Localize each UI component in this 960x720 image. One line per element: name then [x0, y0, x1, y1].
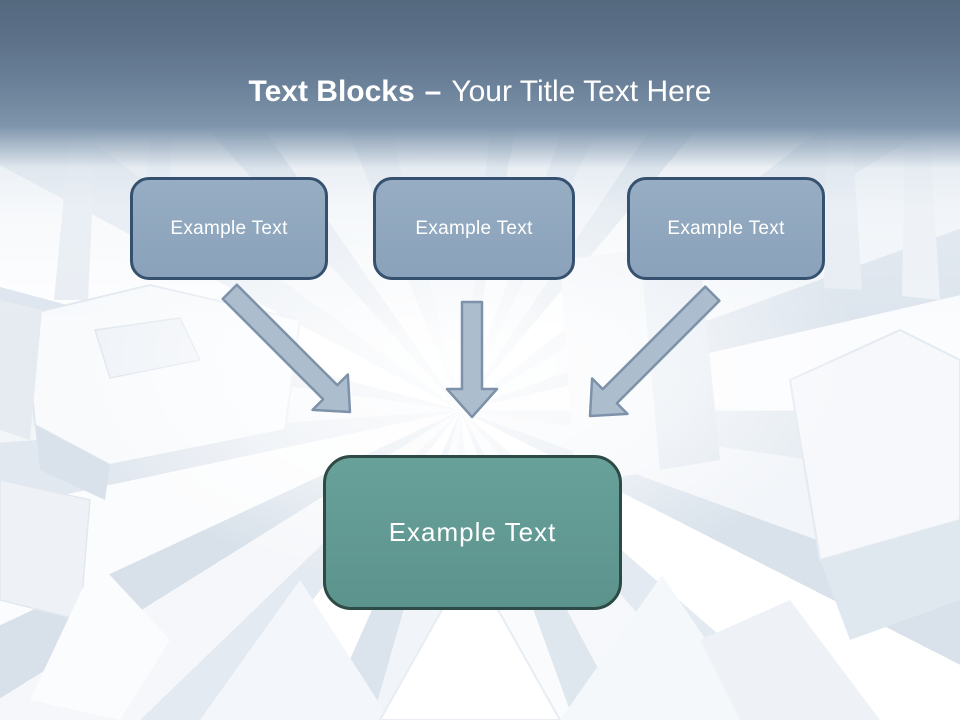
text-block-2[interactable]: Example Text	[373, 177, 575, 280]
title-bold-text: Text Blocks	[248, 75, 415, 109]
title-band: Text Blocks–Your Title Text Here	[0, 0, 960, 175]
center-text-block[interactable]: Example Text	[323, 455, 622, 610]
text-block-2-label: Example Text	[415, 217, 533, 239]
page-title[interactable]: Text Blocks–Your Title Text Here	[0, 72, 960, 111]
title-separator: –	[424, 75, 442, 109]
center-text-block-label: Example Text	[388, 517, 557, 547]
text-block-1-label: Example Text	[170, 217, 288, 239]
text-block-3[interactable]: Example Text	[627, 177, 825, 280]
title-rest-text: Your Title Text Here	[451, 75, 712, 109]
text-block-1[interactable]: Example Text	[130, 177, 328, 280]
text-block-3-label: Example Text	[667, 217, 785, 239]
